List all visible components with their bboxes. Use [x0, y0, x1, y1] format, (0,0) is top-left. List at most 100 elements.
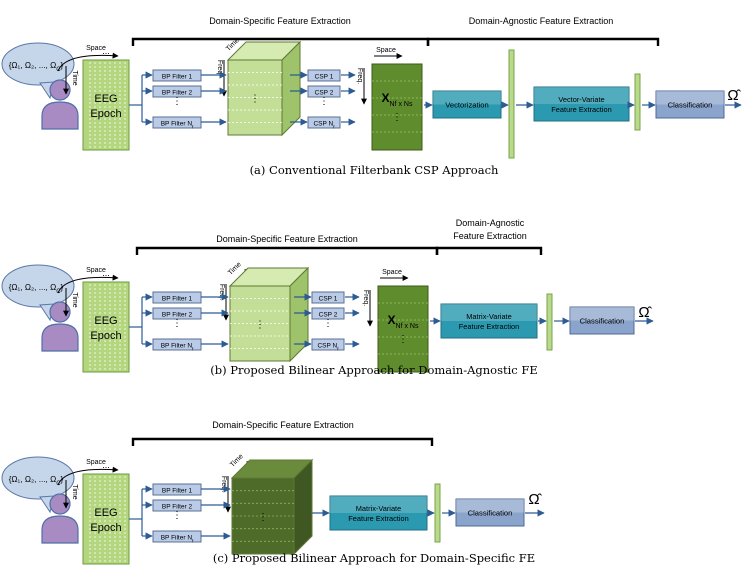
- vector-variate-fe-box-label-2: Feature Extraction: [551, 105, 611, 114]
- feature-matrix: [377, 285, 429, 373]
- cube-freq-label: Freq.: [220, 476, 227, 492]
- cube-time-label: Time: [229, 453, 245, 469]
- section-domain-agnostic: Domain-Agnostic Feature Extraction: [469, 16, 614, 26]
- matrix-vdots: ⋮: [398, 334, 408, 345]
- eeg-label-1: EEG: [94, 315, 117, 327]
- feature-bar: [434, 483, 441, 543]
- bp-filter-2-label: BP Filter 2: [162, 90, 193, 97]
- csp-n-label: CSP Nf: [313, 121, 335, 130]
- vectorization-box: [432, 90, 502, 119]
- space-label: Space: [86, 459, 106, 466]
- csp-n: [311, 338, 345, 351]
- matrix-freq-label: Freq.: [356, 68, 363, 84]
- person-body: [41, 515, 79, 544]
- person-head: [49, 79, 71, 101]
- time-label: Time: [71, 70, 78, 85]
- csp-vdots: ⋮: [319, 96, 329, 107]
- bp-filter-1-label: BP Filter 1: [162, 74, 193, 81]
- space-label: Space: [86, 45, 106, 52]
- csp-1: [311, 291, 345, 304]
- classification-gloss: [656, 91, 724, 105]
- space-arrow: [57, 52, 119, 72]
- brace-domain-specific: [131, 437, 434, 446]
- eeg-label-1: EEG: [94, 93, 117, 105]
- eeg-epoch: [82, 59, 130, 151]
- omega-hat-output: Ω̂: [727, 87, 741, 104]
- ellipsis: ...: [102, 46, 110, 56]
- matrix-variate-fe-box-gloss: [441, 304, 537, 321]
- feature-cube-dark-vdots: ⋮: [258, 512, 268, 523]
- csp-1: [307, 69, 341, 82]
- speech-cloud: [1, 42, 75, 86]
- csp-vdots: ⋮: [323, 318, 333, 329]
- eeg-epoch: [82, 281, 130, 373]
- matrix-variate-fe-box-gloss: [330, 496, 427, 513]
- vectorization-box-label: Vectorization: [445, 101, 488, 110]
- matrix-vdots: ⋮: [392, 112, 402, 123]
- feature-bar: [508, 49, 515, 159]
- space-arrow: [57, 274, 119, 294]
- classification-box: [455, 498, 525, 527]
- csp-n-label: CSP Nf: [317, 343, 339, 352]
- classification-label: Classification: [468, 509, 513, 518]
- person-head: [49, 493, 71, 515]
- matrix-freq-label: Freq.: [362, 290, 369, 306]
- classification-label: Classification: [668, 101, 713, 110]
- matrix-space-label: Space: [382, 269, 402, 276]
- matrix-variate-fe-box-label-1: Matrix-Variate: [356, 504, 401, 513]
- matrix-variate-fe-box-label-1: Matrix-Variate: [466, 312, 511, 321]
- feature-cube-dark-front: [231, 477, 295, 555]
- csp-2-label: CSP 2: [319, 312, 338, 319]
- person-body: [41, 101, 79, 130]
- brace-domain-agnostic: [426, 37, 660, 46]
- section-domain-specific: Domain-Specific Feature Extraction: [212, 420, 354, 430]
- matrix-variate-fe-box: [329, 495, 428, 531]
- classification-box: [655, 90, 725, 119]
- speech-cloud: [1, 264, 75, 308]
- section-domain-agnostic-1: Domain-Agnostic: [456, 218, 525, 228]
- vector-variate-fe-box-gloss: [534, 87, 629, 104]
- csp-2: [307, 85, 341, 98]
- matrix-variate-fe-box-label-2: Feature Extraction: [348, 514, 408, 523]
- csp-2: [311, 307, 345, 320]
- csp-1-label: CSP 1: [319, 296, 338, 303]
- eeg-epoch: [82, 473, 130, 565]
- person-body: [41, 323, 79, 352]
- space-arrow: [57, 466, 119, 486]
- caption-c: (c) Proposed Bilinear Approach for Domai…: [213, 551, 535, 565]
- csp-2-label: CSP 2: [315, 90, 334, 97]
- omega-hat-output: Ω̂: [528, 491, 542, 508]
- time-label: Time: [71, 484, 78, 499]
- section-domain-specific: Domain-Specific Feature Extraction: [216, 234, 358, 244]
- omega-hat-output: Ω̂: [638, 304, 652, 321]
- time-label: Time: [71, 292, 78, 307]
- feature-cube-vdots: ⋮: [250, 94, 260, 105]
- matrix-symbol: XNf x Ns: [382, 91, 413, 108]
- vector-variate-fe-box-label-1: Vector-Variate: [558, 95, 604, 104]
- cube-freq-label: Freq.: [218, 284, 225, 300]
- csp-n: [307, 116, 341, 129]
- ellipsis: ...: [102, 460, 110, 470]
- brace-domain-agnostic: [435, 246, 543, 255]
- classification-gloss: [570, 307, 634, 321]
- section-domain-specific: Domain-Specific Feature Extraction: [209, 16, 351, 26]
- eeg-label-2: Epoch: [90, 330, 121, 342]
- classification-gloss: [456, 499, 524, 513]
- matrix-symbol: XNf x Ns: [388, 313, 419, 330]
- bp-filter-n-label: BP Filter Nf: [161, 535, 194, 544]
- bp-filter-n-label: BP Filter Nf: [161, 121, 194, 130]
- csp-1-label: CSP 1: [315, 74, 334, 81]
- feature-bar: [546, 293, 553, 351]
- matrix-space-label: Space: [376, 47, 396, 54]
- feature-cube-vdots: ⋮: [255, 320, 265, 331]
- matrix-variate-fe-box: [440, 303, 538, 339]
- caption-b: (b) Proposed Bilinear Approach for Domai…: [210, 363, 538, 377]
- bp-filter-1-label: BP Filter 1: [162, 488, 193, 495]
- filter-vdots: ⋮: [172, 96, 182, 107]
- matrix-variate-fe-box-label-2: Feature Extraction: [459, 322, 519, 331]
- caption-a: (a) Conventional Filterbank CSP Approach: [250, 163, 499, 177]
- cube-freq-label: Freq.: [216, 60, 223, 76]
- bp-filter-1-label: BP Filter 1: [162, 296, 193, 303]
- person-head: [49, 301, 71, 323]
